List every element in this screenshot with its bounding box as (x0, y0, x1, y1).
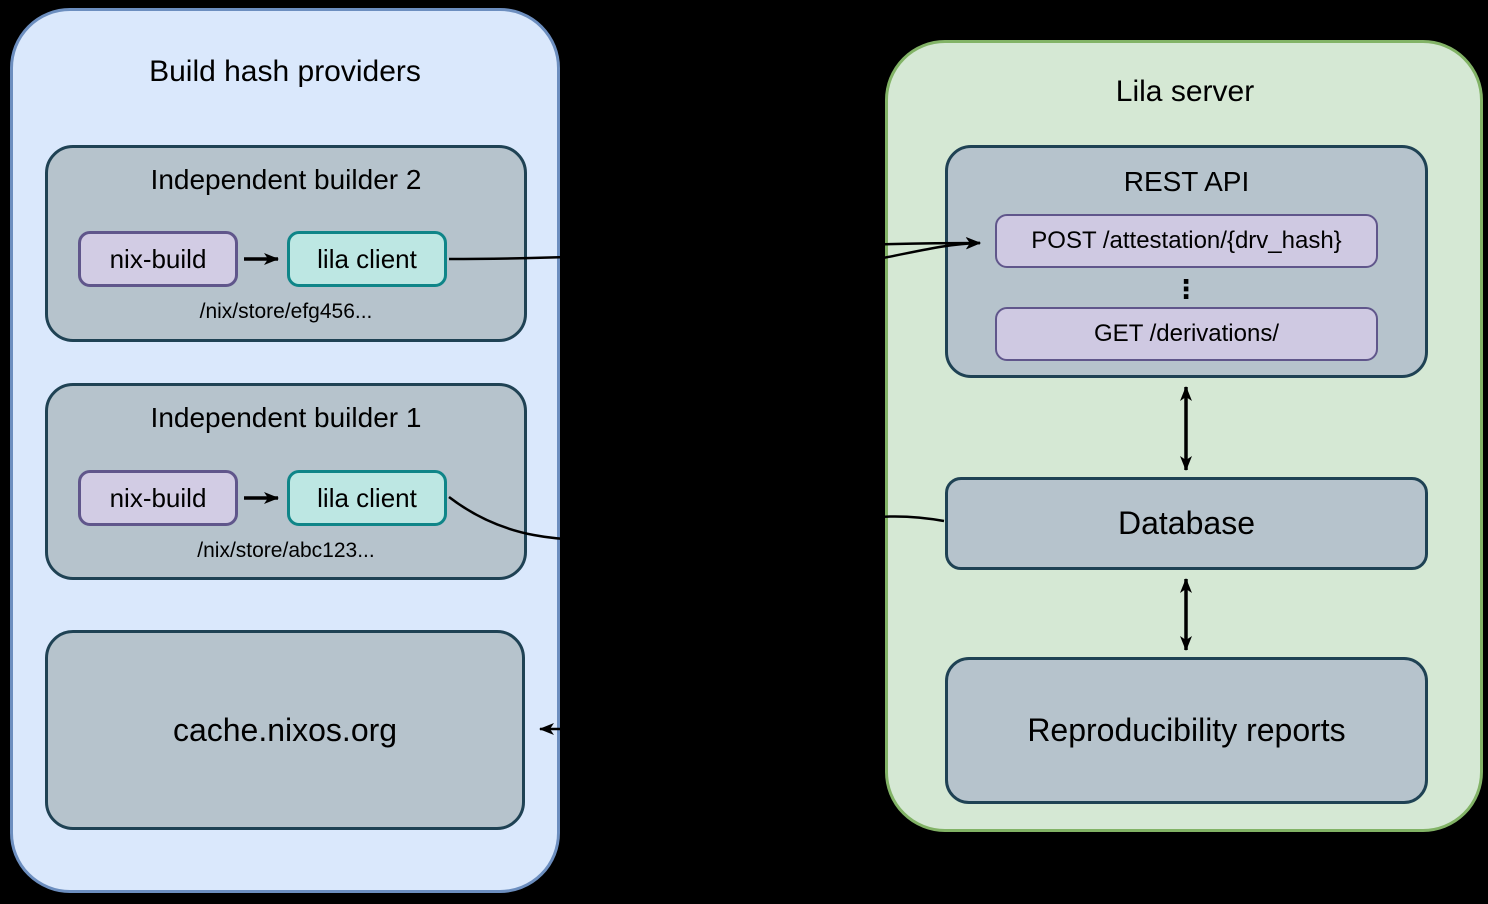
endpoint-get-derivations-text: GET /derivations/ (1094, 320, 1279, 347)
nix-build-label-builder1: nix-build (109, 482, 207, 513)
lila-client-box-builder1: lila client (287, 470, 447, 526)
rest-api-title: REST API (965, 162, 1408, 202)
nix-build-label-builder2: nix-build (109, 243, 207, 274)
build-hash-providers-title-text: Build hash providers (149, 55, 421, 88)
endpoints-ellipsis: ⋮ (1166, 274, 1206, 304)
lila-client-label-builder2: lila client (317, 243, 417, 274)
endpoint-post-attestation-text: POST /attestation/{drv_hash} (1031, 227, 1342, 254)
nix-build-box-builder1: nix-build (78, 470, 238, 526)
lila-client-box-builder2: lila client (287, 231, 447, 287)
independent-builder-1-title-text: Independent builder 1 (150, 402, 422, 433)
reproducibility-reports-box: Reproducibility reports (945, 657, 1428, 804)
endpoint-post-attestation: POST /attestation/{drv_hash} (995, 214, 1378, 268)
independent-builder-2-title-text: Independent builder 2 (150, 164, 422, 195)
rest-api-title-text: REST API (1123, 166, 1250, 197)
nix-build-box-builder2: nix-build (78, 231, 238, 287)
store-path-builder1: /nix/store/abc123... (85, 537, 487, 565)
database-label: Database (1118, 505, 1255, 541)
endpoint-get-derivations: GET /derivations/ (995, 307, 1378, 361)
endpoints-ellipsis-text: ⋮ (1173, 274, 1199, 304)
lila-server-title: Lila server (960, 70, 1410, 114)
store-path-builder2: /nix/store/efg456... (85, 298, 487, 326)
reproducibility-reports-label: Reproducibility reports (1027, 711, 1346, 748)
build-hash-providers-title: Build hash providers (60, 50, 510, 94)
lila-server-title-text: Lila server (1115, 75, 1255, 108)
store-path-builder2-text: /nix/store/efg456... (199, 300, 373, 323)
database-box: Database (945, 477, 1428, 570)
independent-builder-1-title: Independent builder 1 (65, 398, 507, 438)
cache-nixos-org-box: cache.nixos.org (45, 630, 525, 830)
store-path-builder1-text: /nix/store/abc123... (197, 539, 375, 562)
cache-nixos-org-label: cache.nixos.org (172, 711, 398, 748)
arrow-database-to-cache-nixos-org (539, 515, 945, 735)
lila-client-label-builder1: lila client (317, 482, 417, 513)
independent-builder-2-title: Independent builder 2 (65, 160, 507, 200)
